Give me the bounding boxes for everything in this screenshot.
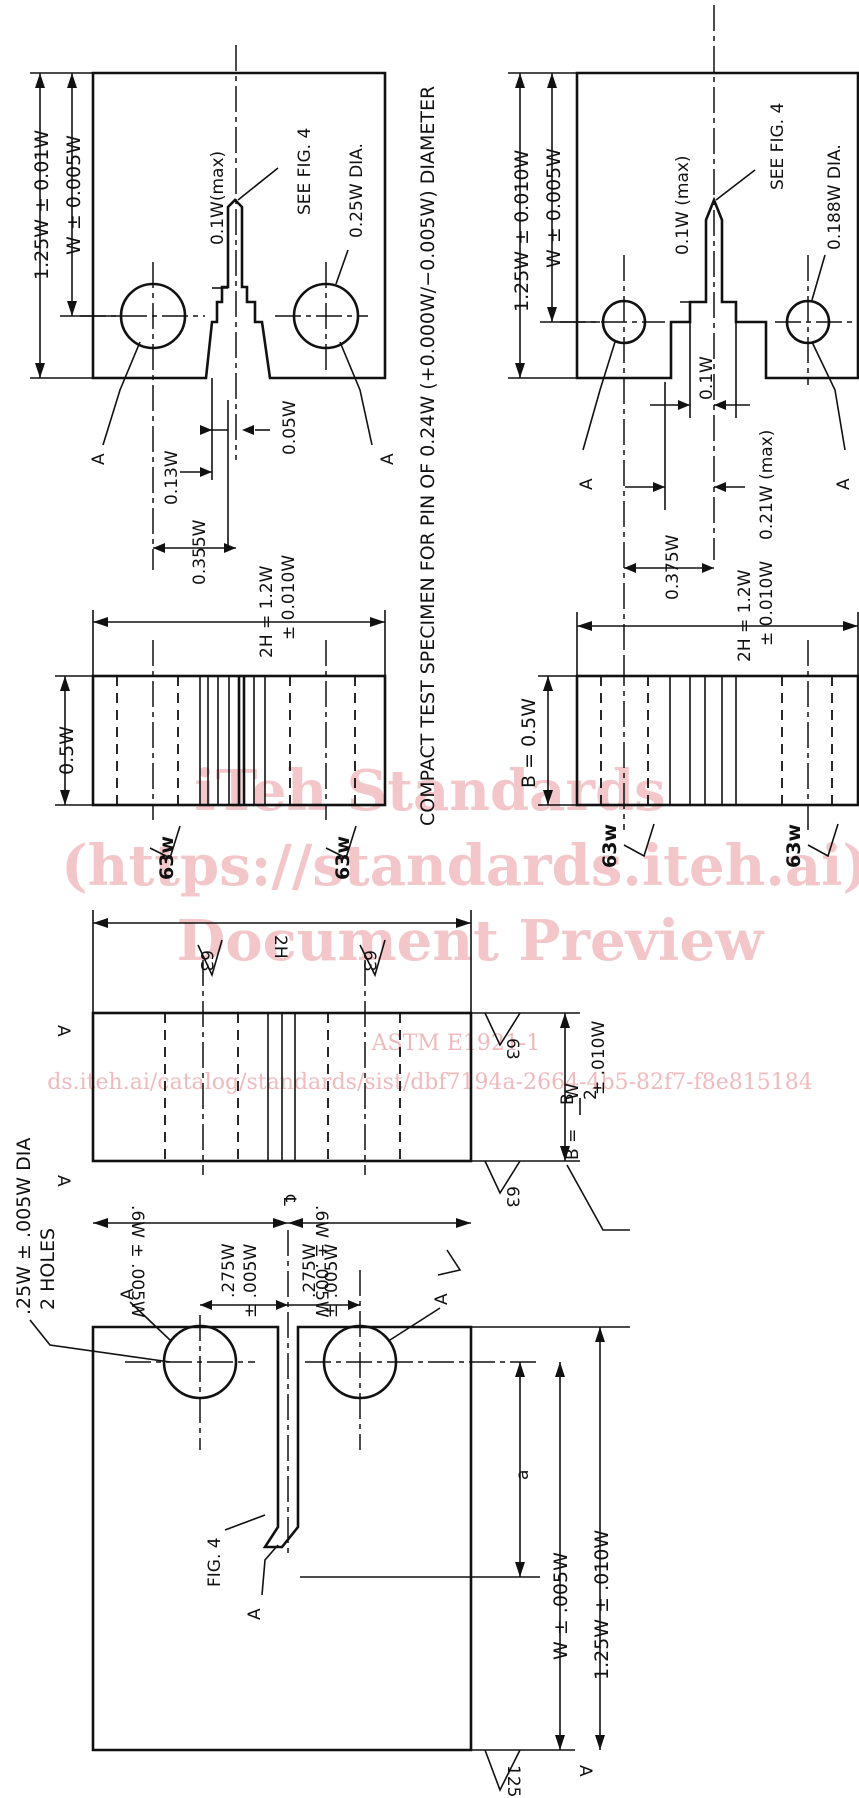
label-a2: A: [378, 453, 398, 465]
bm-pitch-upper2: ± .005W: [241, 1244, 261, 1318]
bottom-main-view: ℄ .6W ± .005W .6W ± .005W .275W ± .005W …: [13, 1138, 630, 1797]
bs-b-den: 2: [581, 1089, 601, 1100]
drawing-caption: COMPACT TEST SPECIMEN FOR PIN OF 0.24W (…: [417, 86, 439, 826]
top-right-side-outline: [575, 674, 859, 807]
bm-label-a3: A: [245, 1608, 265, 1620]
top-right-front-view: 1.25W ± 0.010W W ± 0.005W 0.1W (max) SEE…: [508, 5, 859, 665]
bs-label-a2: A: [53, 1175, 73, 1187]
finish-mark-1: 63w: [156, 836, 178, 880]
bm-dim-w: W ± .005W: [550, 1552, 572, 1660]
bm-holes-note2: 2 HOLES: [37, 1228, 59, 1310]
watermark-line1: iTeh Standards: [194, 758, 665, 824]
tr-dim-01-label: 0.1W: [697, 356, 717, 400]
tr-finish-mark-2: 63w: [783, 824, 805, 868]
bm-fig4-label: FIG. 4: [205, 1537, 225, 1587]
bottom-side-view: 2H 63 63 A A 63 63 B ± .010W B = W 2: [53, 910, 630, 1231]
bs-b-tol: ± .010W: [589, 1021, 609, 1095]
dim-w-label: W ± 0.005W: [63, 135, 85, 255]
top-left-side-view: 2H = 1.2W ± 0.010W 0.5W 63w 63w: [55, 555, 387, 880]
bm-pitch-lower2: ± .005W: [322, 1244, 342, 1318]
dim-125-label: 1.25W ± 0.01W: [31, 130, 53, 280]
tr-hole-dia-label: 0.188W DIA.: [825, 144, 845, 250]
bs-finish-2: 63: [359, 950, 379, 972]
top-left-front-view: 1.25W ± 0.01W W ± 0.005W 0.1W(max) SEE F…: [30, 45, 398, 585]
see-fig-label: SEE FIG. 4: [295, 128, 315, 215]
dim-0355-label: 0.355W: [190, 519, 210, 585]
bs-finish-1: 63: [196, 950, 216, 972]
bm-pitch-upper1: .275W: [219, 1243, 239, 1298]
bottom-main-outline: [91, 1325, 473, 1752]
a-leader-2: [339, 341, 373, 446]
bm-holes-note1: .25W ± .005W DIA: [13, 1138, 35, 1315]
bm-pitch-lower1: .275W: [300, 1243, 320, 1298]
top-right-outline: [575, 71, 859, 380]
label-a1: A: [89, 453, 109, 465]
hole-dia-label: 0.25W DIA.: [347, 143, 367, 238]
tr-notch-max-label: 0.1W (max): [673, 155, 693, 255]
bs-b-eq: B =: [563, 1129, 583, 1160]
bm-dim-125: 1.25W ± .010W: [591, 1530, 613, 1680]
watermark-line2: (https://standards.iteh.ai): [61, 833, 859, 899]
bm-crack-a: a: [513, 1470, 533, 1480]
dim-013-label: 0.13W: [162, 450, 182, 505]
tr-2h-label-1: 2H = 1.2W: [735, 569, 755, 662]
watermark-line5: ds.iteh.ai/catalog/standards/sist/dbf719…: [47, 1070, 812, 1095]
bs-finish-4: 63: [502, 1186, 522, 1208]
tr-see-fig-label: SEE FIG. 4: [768, 103, 788, 190]
notch-max-label: 0.1W(max): [208, 151, 228, 245]
dim-005-label: 0.05W: [280, 400, 300, 455]
tr-finish-mark-1: 63w: [599, 824, 621, 868]
top-right-side-view: 2H = 1.2W ± 0.010W B = 0.5W 63w 63w: [518, 561, 859, 868]
bs-b-num: W: [563, 1083, 583, 1100]
tr-dim-0375-label: 0.375W: [663, 534, 683, 600]
finish-mark-2: 63w: [332, 836, 354, 880]
tr-2h-label-2: ± 0.010W: [757, 561, 777, 646]
bm-finish-125: 125: [503, 1765, 523, 1797]
bs-2h-label: 2H: [270, 935, 290, 959]
tr-label-a2: A: [834, 478, 854, 490]
tr-dim-w-label: W ± 0.005W: [543, 148, 565, 268]
bm-half-upper: .6W ± .005W: [127, 1205, 147, 1318]
bs-label-a1: A: [53, 1025, 73, 1037]
thickness-label: 0.5W: [56, 726, 78, 775]
bm-half-lower: .6W ± .005W: [311, 1205, 331, 1318]
tr-label-a1: A: [577, 478, 597, 490]
watermark-line4: ASTM E1921-1: [371, 1031, 541, 1056]
bm-label-a1: A: [118, 1288, 138, 1300]
2h-label-1: 2H = 1.2W: [257, 565, 277, 658]
tr-dim-021-label: 0.21W (max): [757, 430, 777, 540]
top-left-outline: [91, 71, 387, 380]
hole-dia-leader: [335, 249, 349, 285]
2h-label-2: ± 0.010W: [279, 555, 299, 640]
bm-label-a4: A: [575, 1765, 595, 1777]
bs-finish-3: 63: [502, 1038, 522, 1060]
bs-label-b: B: [558, 1093, 578, 1105]
bm-label-a2: A: [432, 1293, 452, 1305]
tr-dim-125-label: 1.25W ± 0.010W: [511, 150, 533, 312]
a-leader-1: [102, 341, 141, 446]
tr-thickness-label: B = 0.5W: [518, 698, 540, 788]
see-fig-leader: [237, 167, 279, 201]
bm-holes-leader: [29, 1319, 171, 1363]
watermark: iTeh Standards (https://standards.iteh.a…: [47, 758, 859, 1095]
bm-centerline: ℄: [279, 1194, 299, 1206]
